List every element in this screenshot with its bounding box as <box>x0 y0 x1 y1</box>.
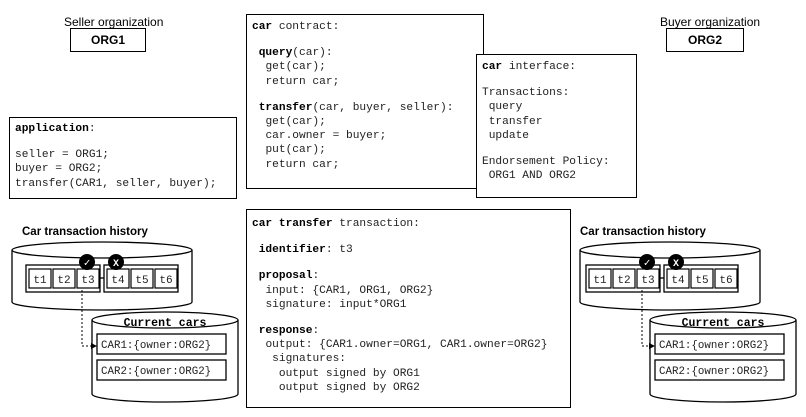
transaction-identifier-keyword: identifier <box>258 244 326 257</box>
seller-org-box: ORG1 <box>70 28 146 52</box>
contract-transfer-line: get(car); <box>265 115 326 128</box>
right-tx-label: t2 <box>617 275 630 287</box>
right-invalid-x-icon: X <box>673 259 679 270</box>
transaction-proposal-line: input: {CAR1, ORG1, ORG2} <box>265 284 434 297</box>
application-line: buyer = ORG2; <box>15 163 103 176</box>
left-invalid-marker: X <box>108 254 124 270</box>
application-line: seller = ORG1; <box>15 149 109 162</box>
left-tx-label: t1 <box>33 275 47 287</box>
right-tx-cell <box>588 268 612 289</box>
buyer-caption: Buyer organization <box>660 15 761 29</box>
left-valid-marker: ✓ <box>79 254 95 270</box>
contract-transfer-line: put(car); <box>265 144 326 157</box>
buyer-org-box: ORG2 <box>666 28 744 52</box>
transaction-response-keyword: response <box>258 324 313 337</box>
right-history-title: Car transaction history <box>580 226 706 238</box>
transaction-proposal-keyword: proposal <box>258 270 313 283</box>
transaction-identifier-value: : t3 <box>325 244 353 257</box>
car-interface-box: car interface: Transactions: query transf… <box>476 54 637 198</box>
left-history-title: Car transaction history <box>22 226 148 238</box>
left-ledger-diagram: t1 t2 t3 t4 t5 t6 ✓ X Current cars CAR1:{owne… <box>11 241 239 403</box>
left-state-arrow <box>81 290 93 347</box>
right-car-row-2 <box>654 359 785 381</box>
left-invalid-x-icon: X <box>113 259 119 270</box>
left-tx-cell <box>52 268 76 289</box>
interface-title-rest: interface: <box>502 61 577 73</box>
contract-transfer-keyword: transfer <box>258 101 313 114</box>
right-car-1: CAR1:{owner:ORG2} <box>659 340 769 352</box>
right-tx-label: t5 <box>695 275 708 287</box>
contract-title-rest: contract: <box>272 21 340 33</box>
right-valid-check-icon: ✓ <box>644 258 651 270</box>
transaction-response-line: signatures: <box>272 353 347 366</box>
car-contract-box: car contract: query(car): get(car); retu… <box>246 14 484 189</box>
transaction-response-line: output: {CAR1.owner=ORG1, CAR1.owner=ORG… <box>265 339 548 352</box>
transaction-keyword: car transfer <box>252 218 333 230</box>
right-tx-label: t3 <box>641 275 654 287</box>
left-tx-cell <box>28 268 52 289</box>
contract-query-line: get(car); <box>265 61 326 74</box>
right-tx-cell <box>714 268 738 289</box>
contract-query-line: return car; <box>265 75 340 88</box>
right-tx-label: t4 <box>671 275 685 287</box>
left-car-row-2 <box>96 359 227 381</box>
right-invalid-marker: X <box>668 254 684 270</box>
transaction-response-line: output signed by ORG1 <box>278 367 420 380</box>
right-car-2: CAR2:{owner:ORG2} <box>659 366 769 378</box>
right-tx-cell <box>690 268 714 289</box>
left-car-1: CAR1:{owner:ORG2} <box>101 340 211 352</box>
left-arrow-head-icon <box>91 343 97 349</box>
right-tx-label: t1 <box>593 275 607 287</box>
left-tx-label: t2 <box>57 275 70 287</box>
left-tx-label: t3 <box>81 275 94 287</box>
application-box: application: seller = ORG1;buyer = ORG2;t… <box>9 117 237 199</box>
application-keyword: application <box>15 123 89 135</box>
seller-caption: Seller organization <box>64 15 164 29</box>
application-line: transfer(CAR1, seller, buyer); <box>15 177 217 190</box>
transaction-title-rest: transaction: <box>332 218 420 230</box>
right-tx-label: t6 <box>719 275 732 287</box>
contract-keyword: car <box>252 21 273 33</box>
interface-policy-heading: Endorsement Policy: <box>482 155 610 168</box>
right-valid-marker: ✓ <box>639 254 655 270</box>
interface-transaction-item: query <box>488 101 523 114</box>
right-arrow-head-icon <box>649 343 655 349</box>
contract-transfer-line: car.owner = buyer; <box>265 130 387 143</box>
left-tx-cell <box>130 268 154 289</box>
interface-policy-value: ORG1 AND ORG2 <box>488 170 576 183</box>
right-car-row-1 <box>654 333 785 355</box>
contract-transfer-signature: (car, buyer, seller): <box>312 101 454 114</box>
right-state-arrow <box>641 290 651 347</box>
left-car-2: CAR2:{owner:ORG2} <box>101 366 211 378</box>
left-valid-check-icon: ✓ <box>84 258 91 270</box>
right-current-cars-title: Current cars <box>682 317 765 330</box>
left-tx-label: t6 <box>159 275 172 287</box>
interface-keyword: car <box>482 61 503 73</box>
left-current-cars-title: Current cars <box>124 317 207 330</box>
left-tx-label: t4 <box>111 275 125 287</box>
left-car-row-1 <box>96 333 227 355</box>
contract-query-keyword: query <box>258 47 293 60</box>
left-tx-label: t5 <box>135 275 148 287</box>
contract-query-signature: (car): <box>292 47 333 60</box>
application-colon: : <box>88 123 96 135</box>
transaction-response-line: output signed by ORG2 <box>278 381 420 394</box>
interface-transaction-item: transfer <box>488 115 543 128</box>
right-tx-cell <box>612 268 636 289</box>
car-transfer-transaction-box: car transfer transaction: identifier: t3… <box>246 209 571 408</box>
right-ledger-diagram: t1 t2 t3 t4 t5 t6 ✓ X Current cars CAR1:{owne… <box>579 241 797 403</box>
interface-transactions-heading: Transactions: <box>482 87 570 100</box>
interface-transaction-item: update <box>488 129 530 142</box>
transaction-proposal-line: signature: input*ORG1 <box>265 298 407 311</box>
contract-transfer-line: return car; <box>265 158 340 171</box>
left-tx-cell <box>154 268 178 289</box>
